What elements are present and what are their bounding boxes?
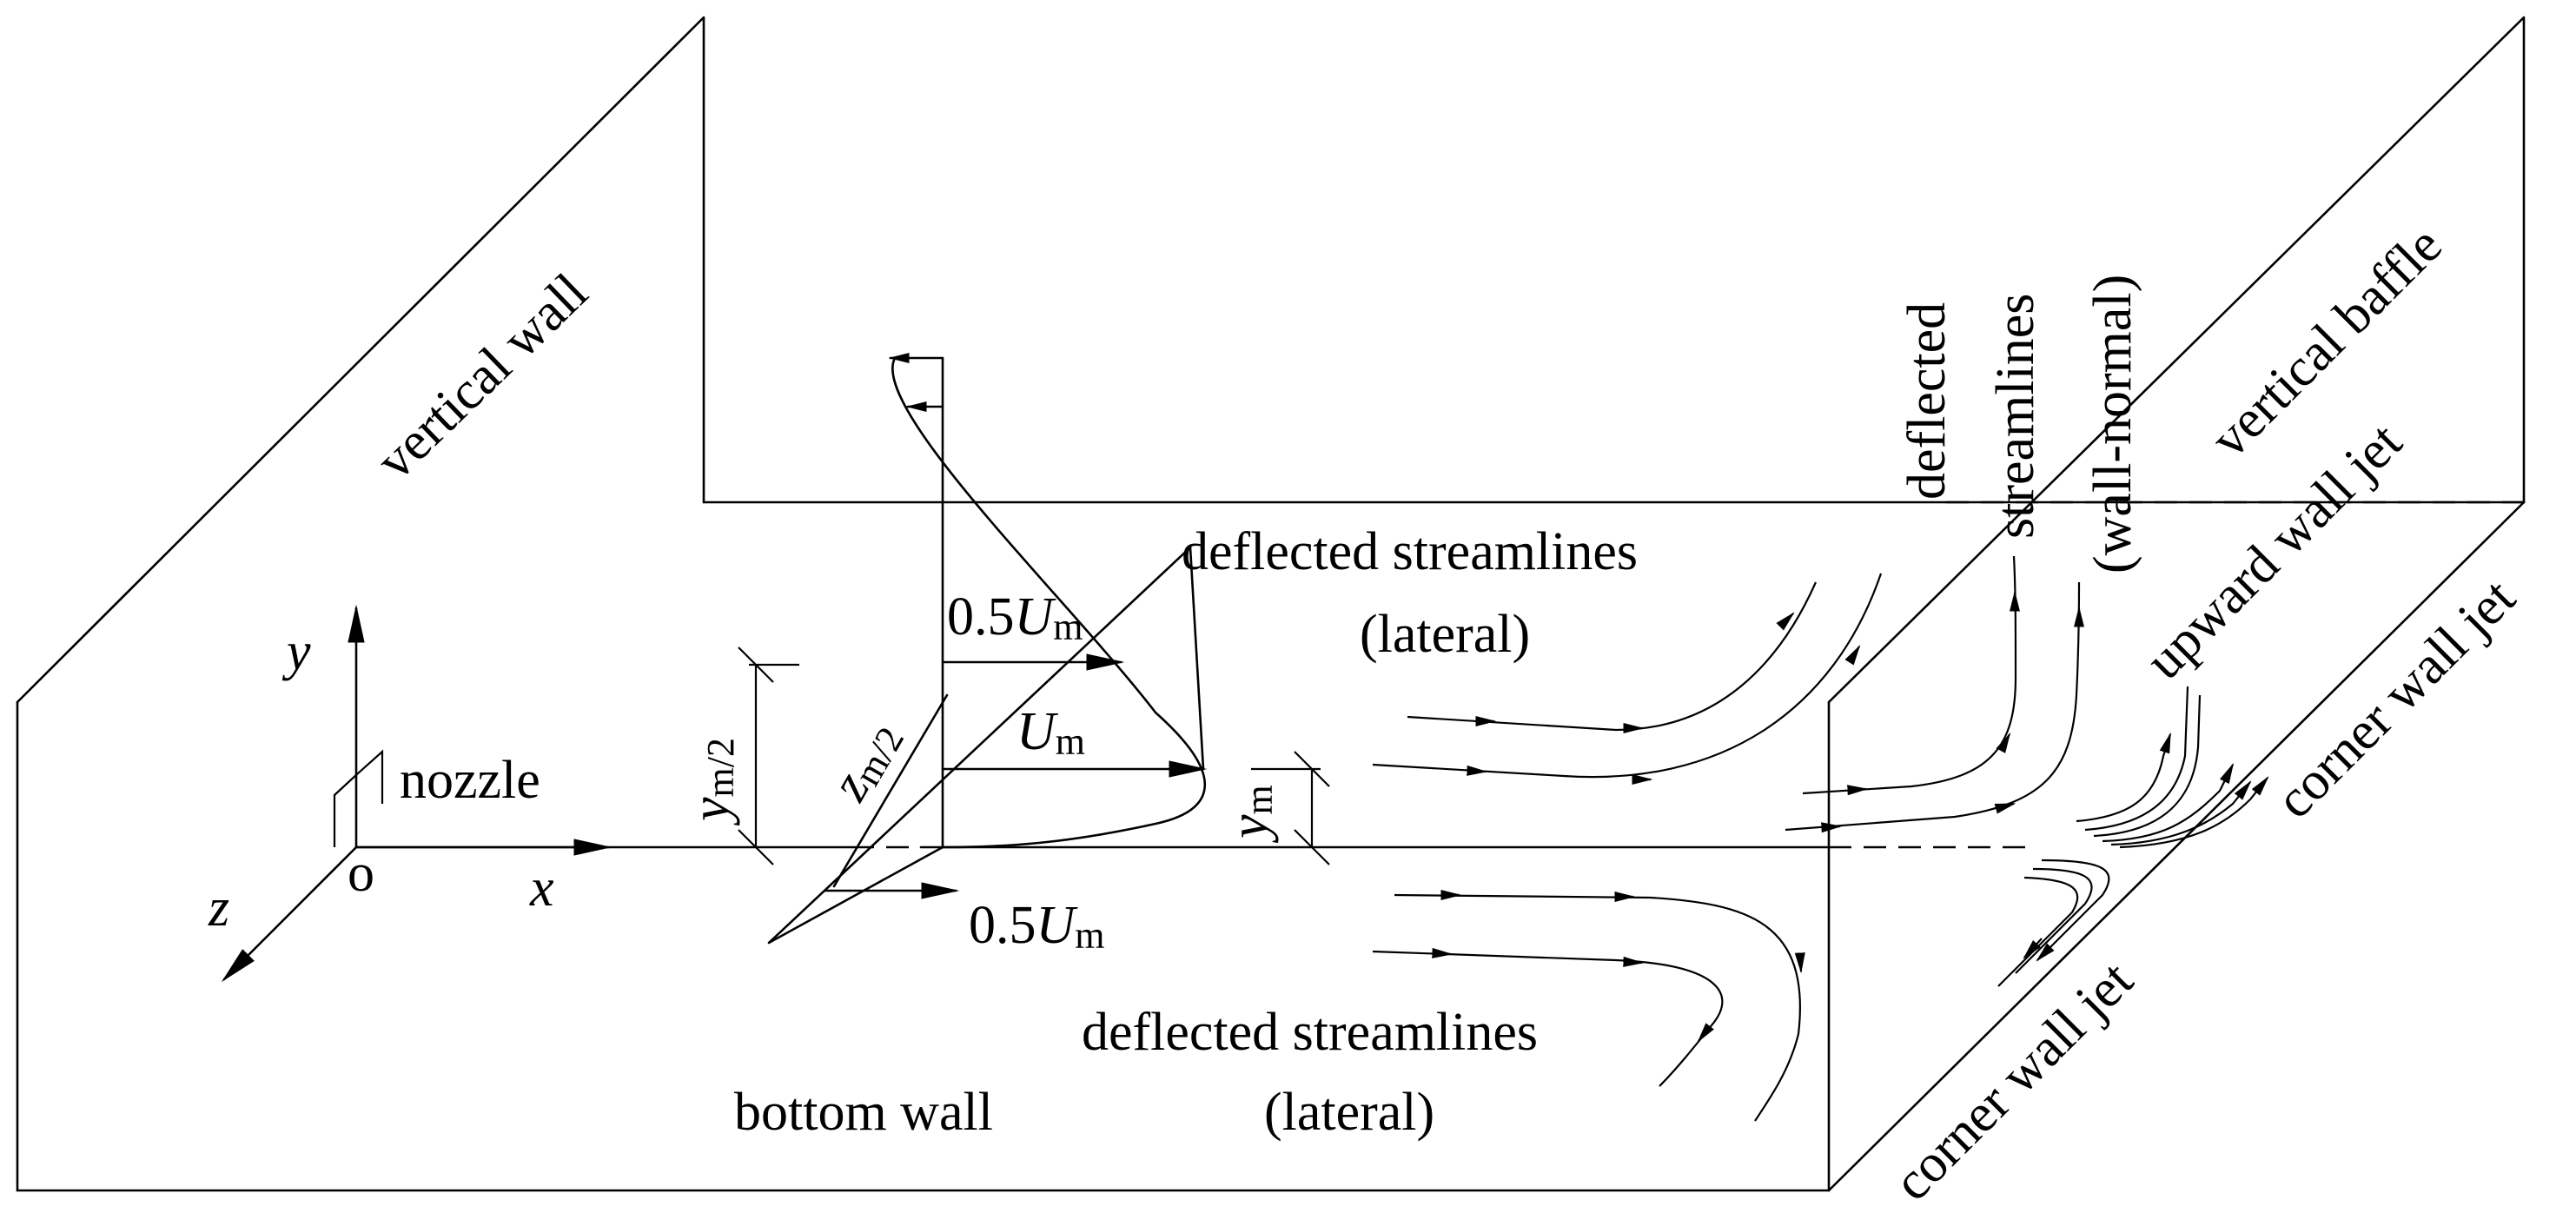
ym-sub: m [1238, 785, 1281, 814]
streamlines-lateral-top [1372, 573, 1883, 785]
dashed-edges [851, 501, 2524, 849]
half-um-top-label: 0.5Um [947, 587, 1083, 648]
half-um-bottom-label: 0.5Um [969, 896, 1105, 957]
streamlines-wall-normal [1785, 555, 2084, 833]
vertical-baffle [1827, 16, 2526, 704]
bottom-wall-outline [16, 501, 2526, 1192]
half-um-bottom-symbol: U [1036, 896, 1079, 955]
corner-wall-jet-bottom-label: corner wall jet [1883, 951, 2144, 1212]
um-label: Um [1016, 702, 1085, 763]
vertical-wall [16, 16, 705, 1192]
nozzle-icon [333, 749, 384, 847]
lateral-top-line2: (lateral) [1360, 605, 1530, 664]
coordinate-axes [221, 604, 613, 983]
corner-wall-jet-right-label: corner wall jet [2265, 568, 2526, 830]
lateral-top-line1: deflected streamlines [1182, 522, 1638, 581]
y-half-symbol: y [681, 797, 740, 826]
profile-curve [891, 356, 1207, 849]
x-axis-label: x [529, 859, 554, 918]
streamlines-lateral-bottom [1372, 890, 1805, 1122]
bottom-wall-label: bottom wall [734, 1083, 993, 1142]
y-half-sub: m/2 [699, 738, 742, 797]
y-half-dimension [738, 646, 799, 865]
velocity-profile [767, 353, 1208, 945]
lateral-spread-line [767, 546, 1192, 945]
z-half-label: zm/2 [819, 711, 912, 812]
ym-symbol: y [1220, 814, 1279, 844]
upward-wall-jet-label: upward wall jet [2135, 412, 2414, 691]
half-um-top-coef: 0.5 [947, 587, 1015, 646]
z-half-width-line [832, 693, 949, 888]
wall-normal-line3: (wall-normal) [2083, 275, 2142, 574]
vertical-wall-label: vertical wall [365, 262, 599, 491]
um-symbol: U [1016, 702, 1059, 761]
um-sub: m [1056, 720, 1085, 763]
lateral-bottom-line1: deflected streamlines [1082, 1003, 1538, 1062]
half-um-top-symbol: U [1015, 587, 1057, 646]
y-axis-label: y [281, 622, 311, 681]
half-um-bottom-sub: m [1075, 914, 1104, 957]
z-axis-arrow [221, 845, 358, 983]
wall-normal-line2: streamlines [1986, 294, 2045, 539]
vertical-baffle-label: vertical baffle [2200, 215, 2453, 469]
corner-jets [1997, 686, 2269, 987]
y-max-dimension [1251, 751, 1330, 865]
half-um-top-sub: m [1053, 606, 1083, 648]
nozzle-label: nozzle [400, 751, 540, 810]
ym-label: ym [1220, 785, 1281, 844]
half-um-bottom-coef: 0.5 [969, 896, 1036, 955]
wall-normal-line1: deflected [1897, 302, 1957, 500]
y-half-label: ym/2 [681, 738, 742, 826]
lateral-bottom-line2: (lateral) [1264, 1083, 1434, 1142]
origin-label: o [348, 844, 374, 903]
lateral-spread-edge [1189, 546, 1205, 771]
z-axis-label: z [208, 879, 229, 938]
